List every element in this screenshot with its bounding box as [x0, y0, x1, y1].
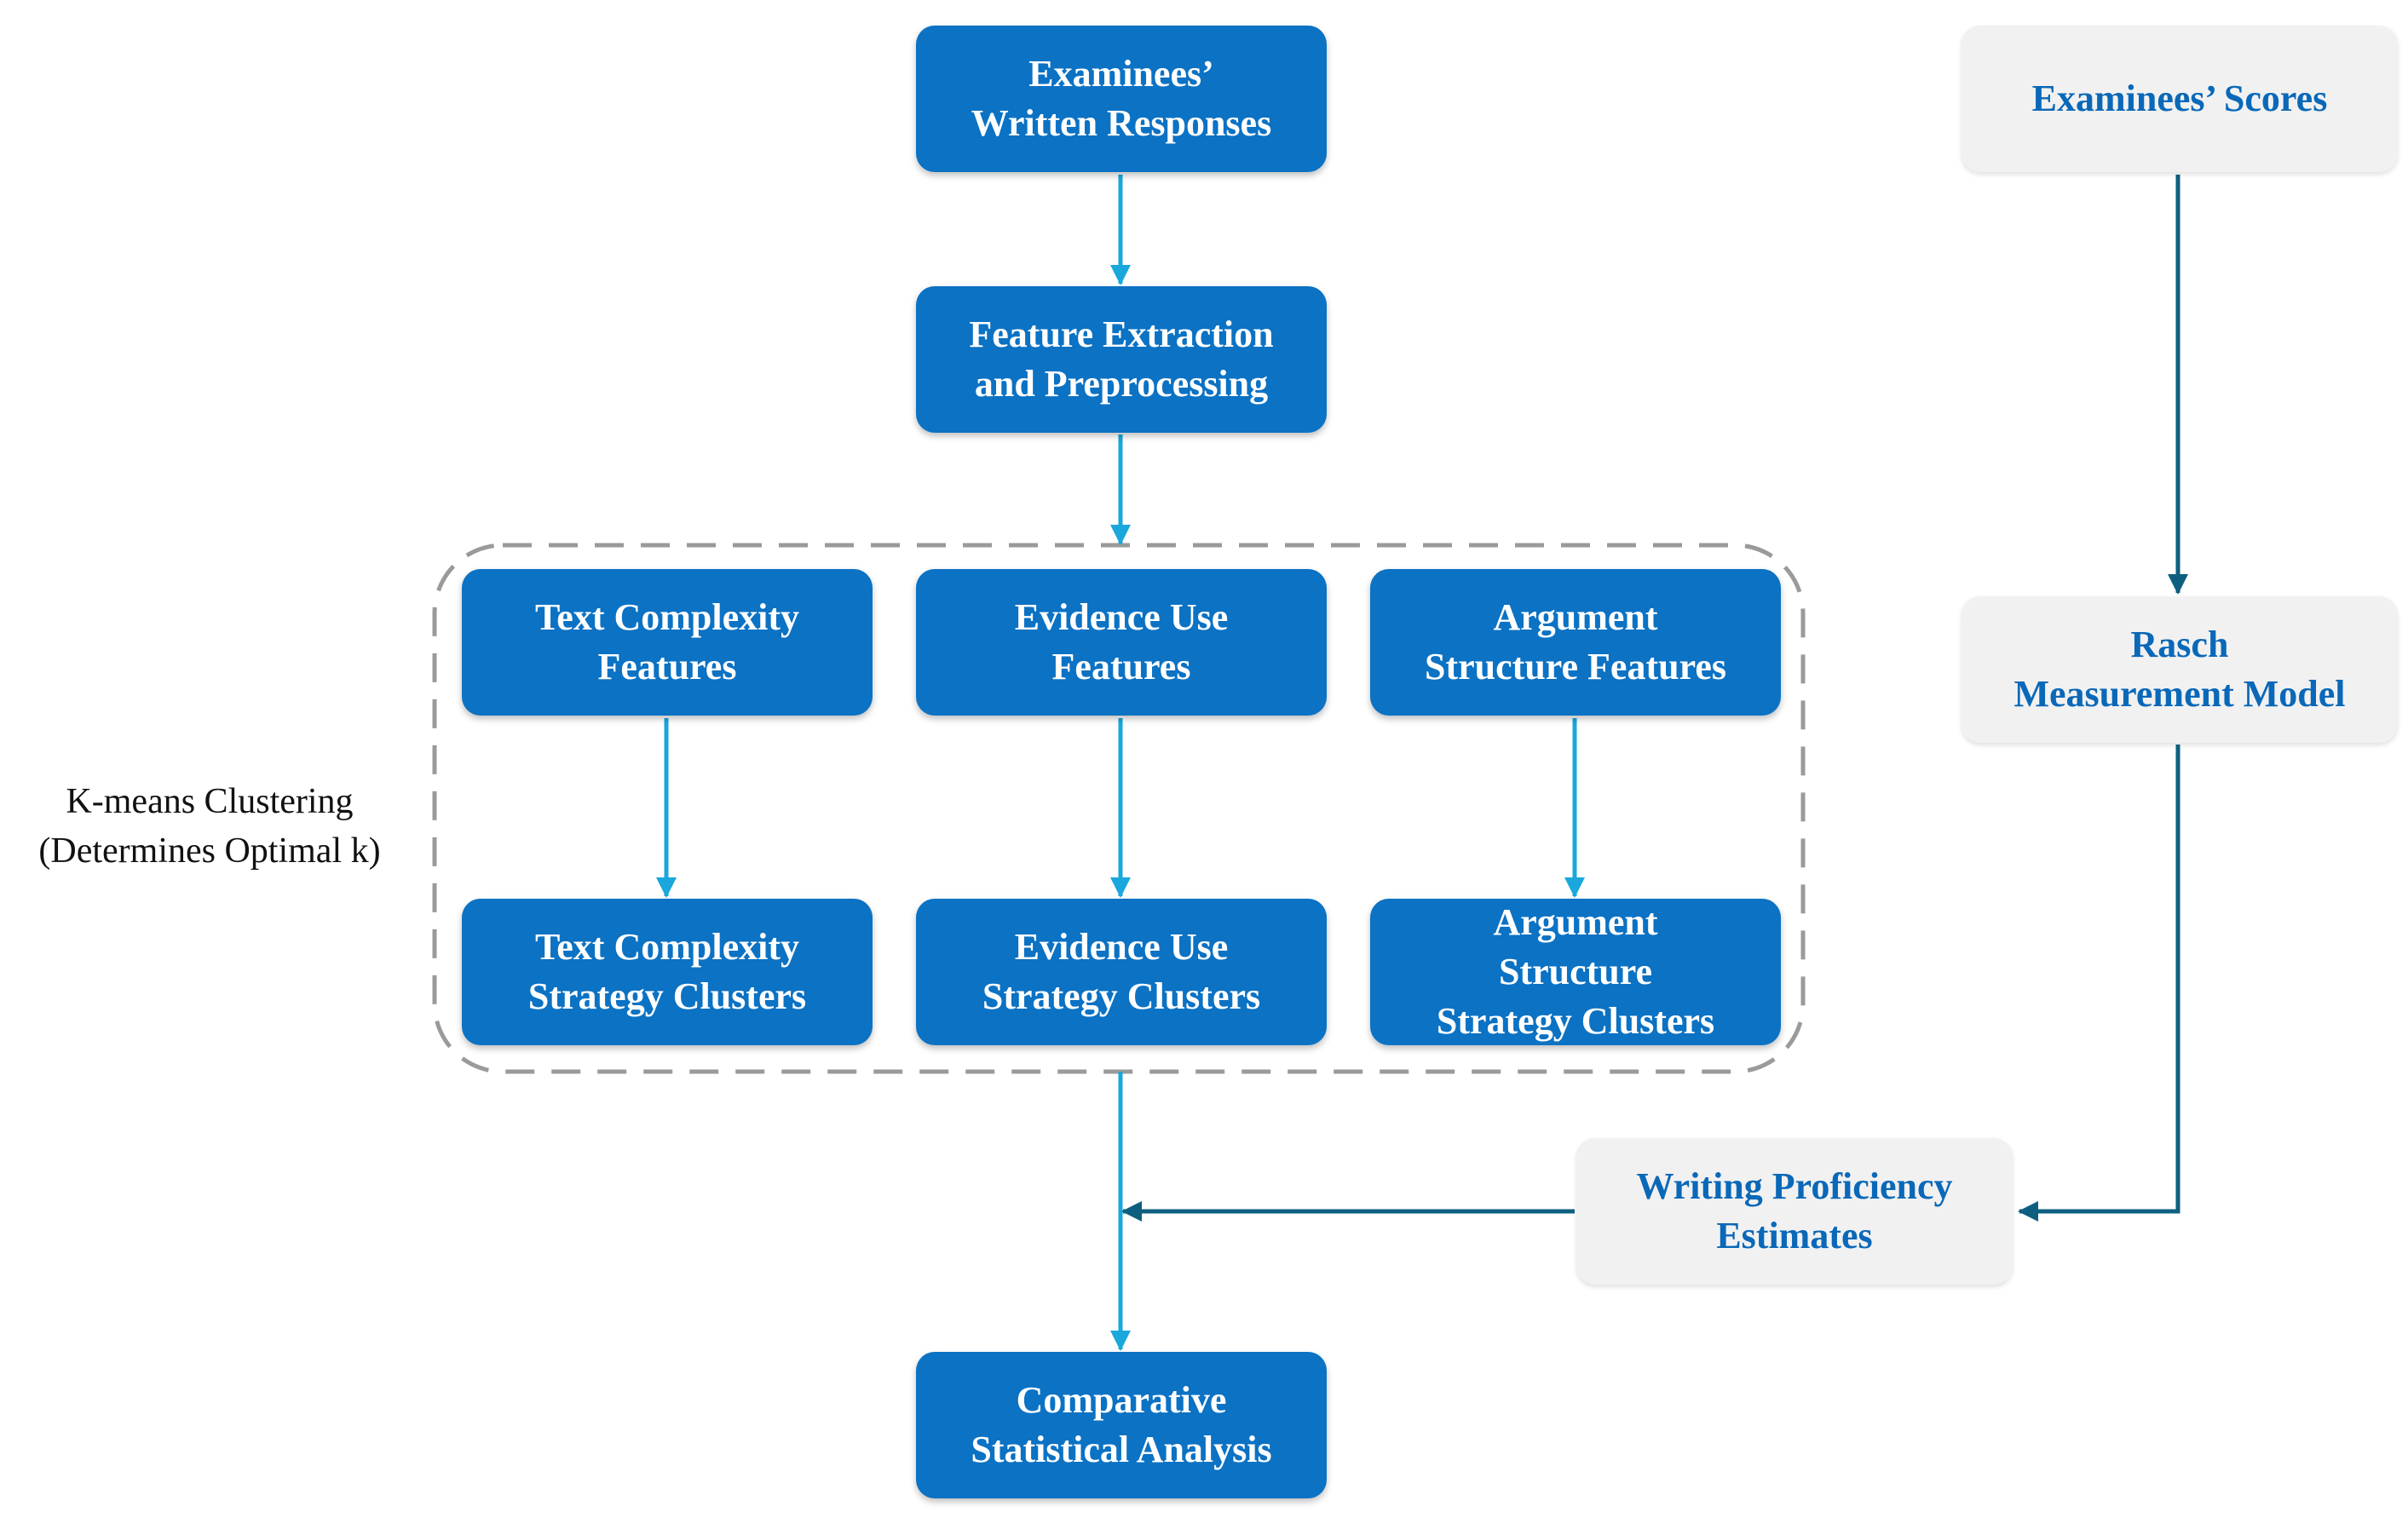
node-evidence-use-clusters: Evidence Use Strategy Clusters	[916, 899, 1327, 1045]
node-written-responses: Examinees’ Written Responses	[916, 26, 1327, 172]
node-rasch-model: Rasch Measurement Model	[1962, 596, 2398, 743]
node-proficiency-estimates: Writing Proficiency Estimates	[1576, 1138, 2013, 1285]
node-evidence-use-features: Evidence Use Features	[916, 569, 1327, 716]
kmeans-group-label: K-means Clustering (Determines Optimal k…	[38, 782, 381, 871]
node-argument-structure-features: Argument Structure Features	[1370, 569, 1781, 716]
arrow-rasch-to-estimates	[2018, 745, 2180, 1222]
node-text-complexity-clusters: Text Complexity Strategy Clusters	[462, 899, 873, 1045]
node-examinees-scores: Examinees’ Scores	[1962, 26, 2398, 172]
node-text-complexity-features: Text Complexity Features	[462, 569, 873, 716]
node-argument-structure-clusters: Argument Structure Strategy Clusters	[1370, 899, 1781, 1045]
node-comparative-analysis: Comparative Statistical Analysis	[916, 1352, 1327, 1498]
node-feature-extraction: Feature Extraction and Preprocessing	[916, 286, 1327, 433]
